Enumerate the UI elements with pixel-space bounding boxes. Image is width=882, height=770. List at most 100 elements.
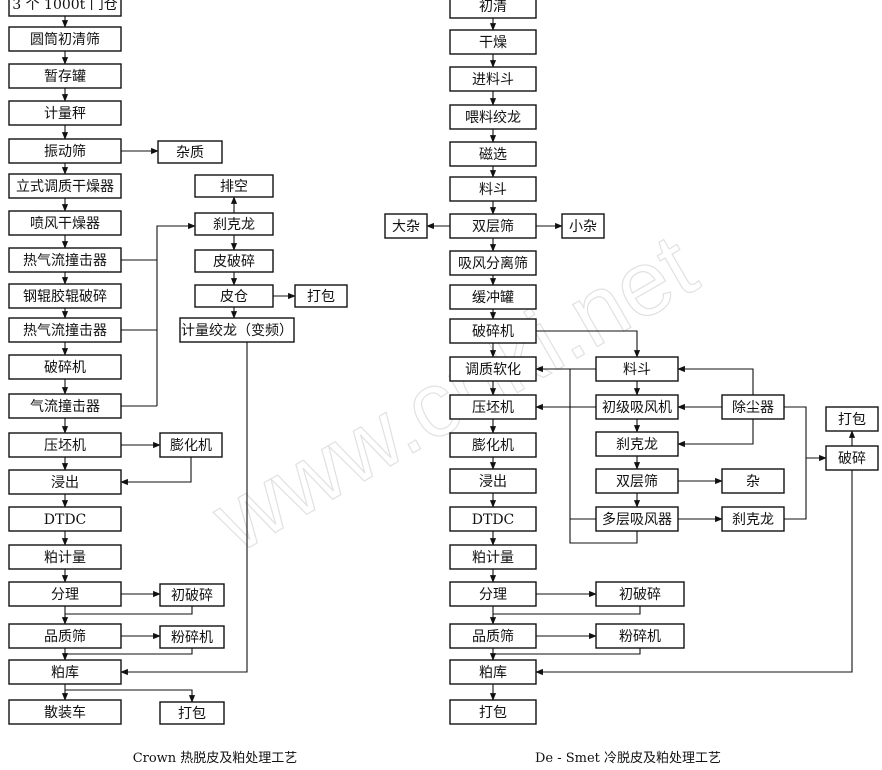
right-aspirator-box: 吸风分离筛 [449, 250, 537, 276]
box-frame [449, 250, 537, 276]
left-meter-auger-box: 计量绞龙（变频） [179, 317, 295, 343]
flow-arrow [784, 458, 807, 520]
box-label: 调质软化 [465, 362, 521, 378]
right-primary-asp-box: 初级吸风机 [595, 394, 679, 420]
box-label: 皮仓 [220, 289, 248, 305]
box-frame [8, 659, 122, 685]
right-dtdc-box: DTDC [449, 506, 537, 532]
box-frame [8, 100, 122, 126]
left-flaker-box: 压坯机 [8, 432, 122, 458]
box-label: 双层筛 [472, 219, 514, 235]
box-frame [194, 174, 274, 198]
left-diagram-caption: Crown 热脱皮及粕处理工艺 [133, 751, 298, 766]
box-frame [721, 394, 785, 420]
box-label: 刹克龙 [616, 437, 658, 453]
right-meal-meter-box: 粕计量 [449, 544, 537, 570]
box-frame [449, 213, 537, 239]
right-clean-box: 初清 [449, 0, 537, 19]
right-pulverizer-box: 粉碎机 [595, 623, 685, 649]
box-frame [595, 356, 679, 382]
left-silo-box: 3 个 1000t 门仓 [8, 0, 122, 17]
flow-arrow [65, 689, 196, 703]
box-frame [384, 213, 428, 239]
left-pack2-box: 打包 [159, 701, 225, 725]
left-air-impact-box: 气流撞击器 [8, 393, 122, 419]
right-small-imp-box: 小杂 [561, 213, 605, 239]
left-quality-screen-box: 品质筛 [8, 623, 122, 649]
box-frame [595, 394, 679, 420]
box-label: 干燥 [479, 35, 507, 51]
box-label: 大杂 [392, 219, 420, 235]
right-hopper2-box: 料斗 [595, 356, 679, 382]
box-label: 计量秤 [44, 106, 86, 122]
box-label: 膨化机 [170, 437, 212, 454]
box-label: 破碎 [838, 451, 866, 467]
left-hot-impact2-box: 热气流撞击器 [8, 317, 122, 343]
box-label: 除尘器 [732, 400, 774, 416]
box-frame [8, 173, 122, 199]
box-frame [194, 284, 274, 308]
box-label: 打包 [178, 705, 206, 722]
box-label: 热气流撞击器 [23, 253, 107, 269]
box-label: 双层筛 [616, 474, 658, 490]
box-label: 打包 [307, 288, 335, 305]
left-pulverizer-box: 粉碎机 [159, 625, 225, 649]
right-separate-box: 分理 [449, 581, 537, 607]
box-frame [8, 138, 122, 164]
box-frame [449, 284, 537, 310]
box-label: 气流撞击器 [30, 399, 100, 415]
box-label: 破碎机 [472, 324, 514, 340]
box-label: 料斗 [623, 362, 651, 378]
left-dtdc-box: DTDC [8, 506, 122, 532]
box-frame [8, 623, 122, 649]
box-label: 浸出 [51, 475, 79, 491]
flow-arrow [65, 606, 193, 615]
box-label: 膨化机 [472, 437, 514, 454]
left-cyclone-box: 刹克龙 [194, 212, 274, 236]
box-label: 初清 [479, 0, 507, 15]
left-hot-impact1-box: 热气流撞击器 [8, 247, 122, 273]
box-frame [194, 212, 274, 236]
flow-arrow [120, 342, 248, 676]
box-frame [449, 659, 537, 685]
box-frame [721, 468, 785, 494]
left-vert-dryer-box: 立式调质干燥器 [8, 173, 122, 199]
left-pack1-box: 打包 [294, 284, 348, 308]
box-frame [8, 506, 122, 532]
box-frame [8, 581, 122, 607]
right-condition-box: 调质软化 [449, 356, 537, 382]
box-frame [595, 581, 685, 607]
box-label: 压坯机 [44, 438, 86, 454]
right-pack-bottom-box: 打包 [449, 699, 537, 725]
box-frame [159, 432, 223, 458]
box-label: DTDC [472, 512, 515, 528]
box-label: 料斗 [479, 182, 507, 198]
box-frame [595, 468, 679, 494]
box-label: 品质筛 [44, 629, 86, 645]
right-feed-hopper-box: 进料斗 [449, 66, 537, 92]
left-separate-box: 分理 [8, 581, 122, 607]
left-scale-box: 计量秤 [8, 100, 122, 126]
box-frame [449, 623, 537, 649]
box-label: 振动筛 [44, 144, 86, 160]
left-hull-bin-box: 皮仓 [194, 284, 274, 308]
box-frame [449, 66, 537, 92]
left-meal-store-box: 粕库 [8, 659, 122, 685]
box-frame [8, 469, 122, 495]
box-frame [8, 432, 122, 458]
box-frame [8, 63, 122, 89]
box-frame [8, 283, 122, 309]
box-frame [8, 0, 122, 17]
box-frame [159, 625, 225, 649]
box-label: 皮破碎 [213, 254, 255, 270]
box-label: 进料斗 [472, 72, 514, 88]
box-label: 破碎机 [44, 360, 86, 376]
box-frame [449, 176, 537, 202]
right-flaker-box: 压坯机 [449, 394, 537, 420]
box-frame [449, 141, 537, 167]
right-extract-box: 浸出 [449, 468, 537, 494]
right-magnet-box: 磁选 [449, 141, 537, 167]
box-frame [8, 699, 122, 725]
right-cyclone2-box: 刹克龙 [721, 506, 785, 532]
